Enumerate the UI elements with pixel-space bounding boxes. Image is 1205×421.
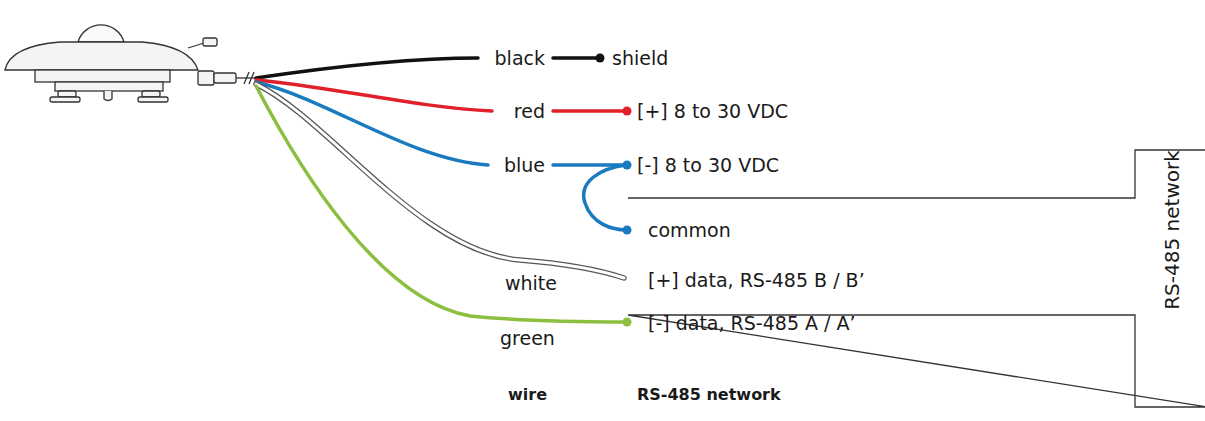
terminal-label: [+] 8 to 30 VDC	[637, 100, 788, 122]
pyranometer-illustration	[5, 25, 256, 102]
black-wire	[553, 56, 598, 60]
wire-colour: blue	[504, 154, 545, 176]
black-wire	[256, 58, 478, 78]
terminal-dot	[596, 54, 605, 63]
wire-colour: red	[514, 100, 545, 122]
terminal-label: [+] data, RS-485 B / B’	[648, 269, 865, 291]
terminal-dot	[623, 161, 632, 170]
network-box: RS-485 network common [+] data, RS-485 B /…	[628, 150, 1205, 407]
wire-colour: white	[505, 272, 557, 294]
column-heading: RS-485 network	[637, 384, 781, 406]
wire-colour: black	[495, 47, 545, 69]
wire-colour: green	[500, 327, 555, 349]
terminal-label: [-] data, RS-485 A / A’	[648, 312, 856, 334]
terminal-dot	[623, 318, 632, 327]
network-title: RS-485 network	[1161, 150, 1183, 310]
terminal-label: shield	[612, 47, 668, 69]
blue-wire	[256, 82, 488, 165]
terminal-label: common	[648, 219, 731, 241]
terminal-label: [-] 8 to 30 VDC	[637, 154, 779, 176]
column-heading: wire	[508, 384, 547, 406]
terminal-dot	[623, 226, 632, 235]
green-wire	[256, 86, 624, 322]
blue-jumper-wire	[584, 165, 627, 230]
terminal-dot	[623, 107, 632, 116]
red-wire	[553, 109, 624, 113]
